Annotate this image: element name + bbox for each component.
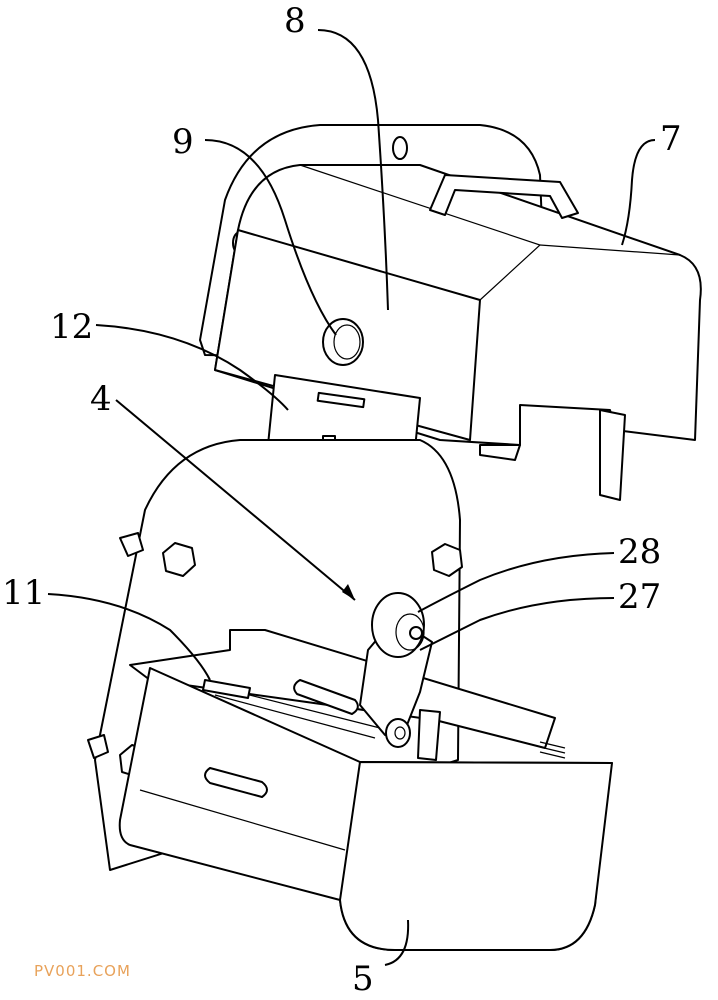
- roller-axle: [409, 626, 423, 640]
- leader-7: [621, 139, 656, 246]
- leader-8: [317, 29, 389, 311]
- leader-28: [417, 552, 615, 613]
- horizontal-rod: [293, 679, 359, 715]
- label-7: 7: [660, 119, 682, 159]
- connector-slot: [316, 391, 366, 409]
- top-notch-left: [479, 444, 521, 461]
- vent-lines: [539, 741, 566, 759]
- bottom-side-slot: [204, 767, 268, 798]
- roller-inner: [395, 613, 425, 651]
- label-4: 4: [90, 379, 112, 419]
- leader-9: [204, 139, 337, 336]
- leader-4: [115, 399, 356, 601]
- top-handle: [429, 174, 579, 219]
- pivot-pin-inner: [394, 726, 406, 740]
- pivot-pin: [385, 718, 411, 748]
- bottom-front-face: [339, 761, 613, 951]
- label-8: 8: [284, 1, 306, 41]
- leader-27: [419, 597, 615, 651]
- reference-numerals: 8 9 7 12 4 28 27 11 5: [2, 1, 682, 999]
- bottom-side-edge: [139, 789, 346, 851]
- label-28: 28: [618, 532, 661, 572]
- bolt-1: [119, 532, 196, 577]
- bottom-assembly: [87, 439, 613, 951]
- label-12: 12: [50, 307, 93, 347]
- label-27: 27: [618, 577, 661, 617]
- side-groove: [202, 679, 251, 699]
- label-11: 11: [2, 573, 45, 613]
- label-9: 9: [172, 122, 194, 162]
- leader-11: [47, 593, 211, 681]
- top-mount-hole-1: [392, 136, 408, 160]
- circular-hole-inner: [333, 324, 361, 360]
- tray-rail-2: [214, 694, 376, 739]
- bottom-step-block: [417, 709, 441, 761]
- leader-4-arrow: [342, 584, 355, 600]
- leader-12: [95, 324, 289, 411]
- top-notch-right: [599, 409, 626, 501]
- label-5: 5: [352, 959, 374, 999]
- bolt-2: [431, 543, 463, 577]
- leader-5: [384, 919, 410, 966]
- top-face-edge-2: [539, 244, 681, 256]
- roller: [371, 592, 425, 658]
- leader-lines: [47, 29, 656, 966]
- watermark-text: PV001.COM: [34, 962, 131, 980]
